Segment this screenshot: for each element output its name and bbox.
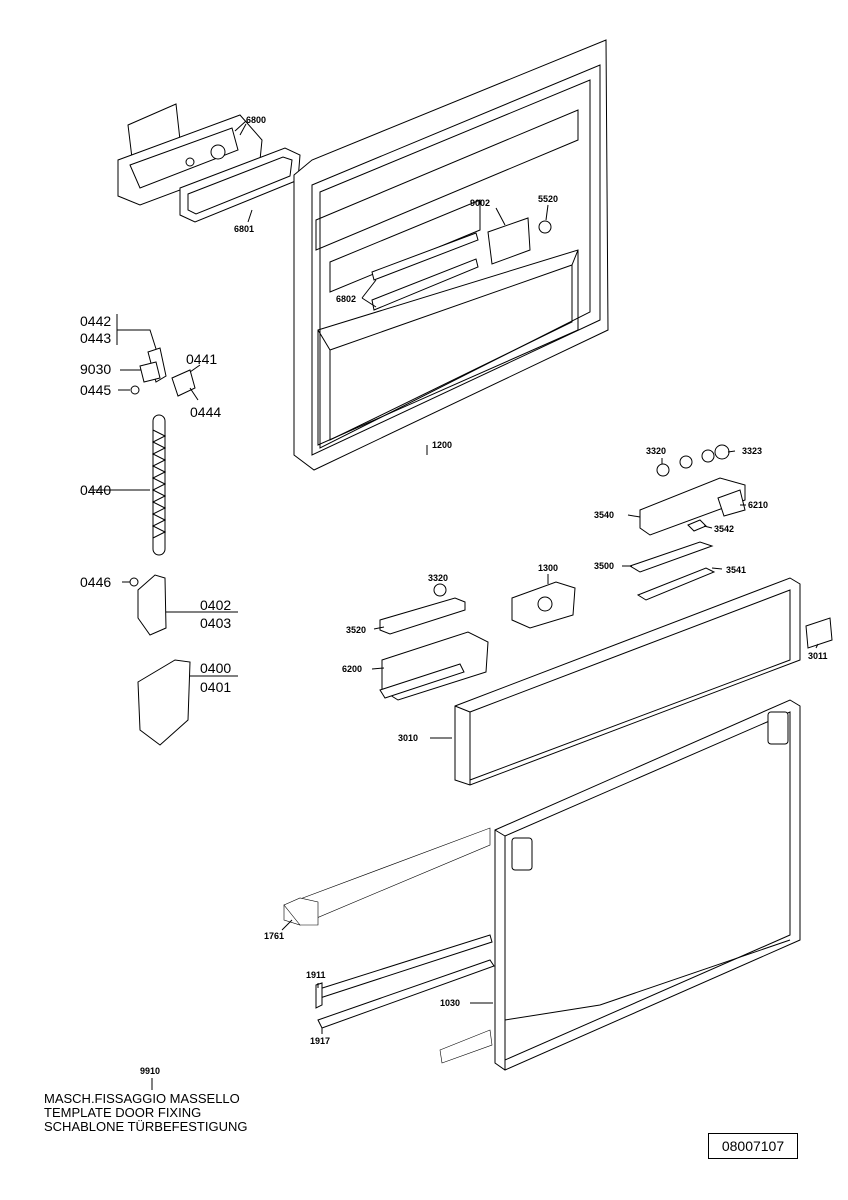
part-3320-knobs bbox=[656, 444, 730, 477]
label-3010: 3010 bbox=[398, 733, 419, 743]
label-3542: 3542 bbox=[714, 524, 735, 534]
part-0445-screw bbox=[118, 385, 140, 395]
label-1030: 1030 bbox=[440, 998, 461, 1008]
part-1917-strip bbox=[317, 959, 495, 1029]
label-0445: 0445 bbox=[80, 382, 112, 398]
label-0441: 0441 bbox=[186, 351, 218, 367]
template-caption: MASCH.FISSAGGIO MASSELLO TEMPLATE DOOR F… bbox=[44, 1092, 247, 1134]
part-1030-outer-door bbox=[494, 699, 801, 1071]
label-6802: 6802 bbox=[336, 294, 357, 304]
label-3540: 3540 bbox=[594, 510, 615, 520]
label-3011: 3011 bbox=[808, 651, 828, 661]
part-0402-0403-hinge-arm bbox=[137, 574, 238, 636]
part-0400-0401-hinge bbox=[137, 659, 238, 746]
label-3500: 3500 bbox=[594, 561, 615, 571]
part-1761-insulation bbox=[283, 827, 491, 926]
part-0441-bracket bbox=[171, 364, 201, 401]
label-1300: 1300 bbox=[538, 563, 559, 573]
part-1200-inner-door bbox=[293, 39, 609, 471]
part-6800-control-module bbox=[117, 103, 263, 206]
part-3011-plate bbox=[805, 617, 833, 649]
label-3320-mid: 3320 bbox=[428, 573, 449, 583]
caption-line-1: MASCH.FISSAGGIO MASSELLO bbox=[44, 1091, 240, 1106]
part-1300-actuator bbox=[511, 581, 576, 629]
part-3320b-knob bbox=[433, 583, 447, 597]
label-0443: 0443 bbox=[80, 330, 112, 346]
part-insulation-lower bbox=[439, 1029, 493, 1064]
label-0446: 0446 bbox=[80, 574, 112, 590]
part-0440-spring bbox=[90, 414, 167, 556]
document-number: 08007107 bbox=[708, 1133, 798, 1159]
label-6800: 6800 bbox=[246, 115, 267, 125]
label-0402: 0402 bbox=[200, 597, 232, 613]
label-1917: 1917 bbox=[310, 1036, 331, 1046]
caption-line-2: TEMPLATE DOOR FIXING bbox=[44, 1105, 202, 1120]
part-3542-pad bbox=[687, 519, 707, 532]
part-3010-panel-housing bbox=[454, 577, 801, 786]
part-3520-button-bar bbox=[379, 597, 466, 635]
label-6210: 6210 bbox=[748, 500, 769, 510]
part-9030-clip bbox=[120, 361, 161, 383]
label-0440: 0440 bbox=[80, 482, 112, 498]
label-5520: 5520 bbox=[538, 194, 559, 204]
label-1761: 1761 bbox=[264, 931, 285, 941]
label-0444: 0444 bbox=[190, 404, 222, 420]
part-6200-pcb bbox=[379, 631, 489, 701]
label-3320-top: 3320 bbox=[646, 446, 667, 456]
part-0446-screw bbox=[122, 577, 139, 587]
label-0401: 0401 bbox=[200, 679, 232, 695]
label-3323: 3323 bbox=[742, 446, 763, 456]
label-9030: 9030 bbox=[80, 361, 112, 377]
part-3540-6210-control-bar bbox=[639, 477, 746, 536]
label-0403: 0403 bbox=[200, 615, 232, 631]
part-1911-strip bbox=[315, 934, 493, 1009]
leader-lines bbox=[151, 123, 819, 1090]
label-0442: 0442 bbox=[80, 313, 112, 329]
label-1200: 1200 bbox=[432, 440, 453, 450]
label-6801: 6801 bbox=[234, 224, 255, 234]
caption-line-3: SCHABLONE TÜRBEFESTIGUNG bbox=[44, 1119, 248, 1134]
label-3541: 3541 bbox=[726, 565, 747, 575]
part-5520-pin bbox=[538, 204, 552, 234]
label-1911: 1911 bbox=[306, 970, 326, 980]
label-3520: 3520 bbox=[346, 625, 367, 635]
label-0400: 0400 bbox=[200, 660, 232, 676]
label-9002: 9002 bbox=[470, 198, 491, 208]
part-3500-3541-rail bbox=[628, 541, 716, 601]
label-9910: 9910 bbox=[140, 1066, 161, 1076]
label-6200: 6200 bbox=[342, 664, 363, 674]
part-9002-bracket bbox=[487, 207, 531, 265]
